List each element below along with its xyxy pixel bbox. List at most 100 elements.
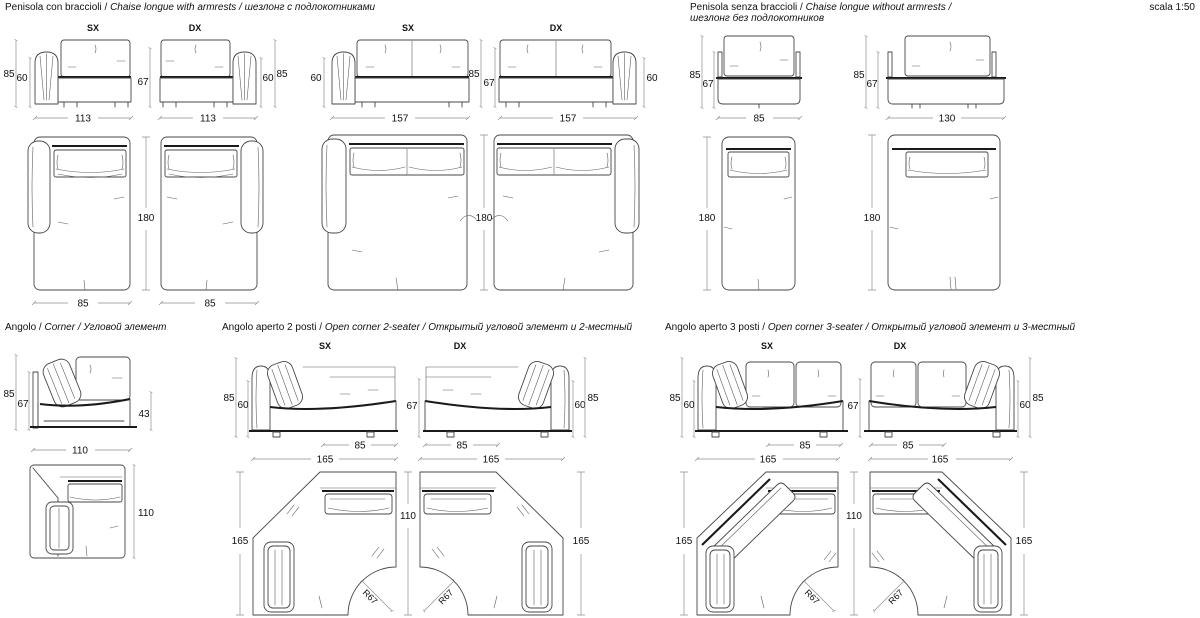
- dim-height-60: 60: [310, 73, 322, 84]
- dim-radius-r67: R67: [803, 588, 822, 607]
- dim-height-67: 67: [702, 79, 714, 90]
- plan-armless-85: [721, 136, 796, 291]
- dim-width-85: 85: [77, 299, 89, 310]
- dim-height-85: 85: [3, 389, 15, 400]
- label-dx: DX: [454, 341, 467, 351]
- dim-width-85: 85: [753, 114, 765, 125]
- dim-width-165: 165: [760, 455, 777, 466]
- dim-width-165: 165: [317, 455, 334, 466]
- drawing-chaise-with-armrests: SX DX SX DX 85 60 67 60 85 113 113 60 85…: [3, 23, 658, 310]
- plan-corner: [29, 464, 126, 559]
- dim-width-85: 85: [902, 441, 914, 452]
- dim-width-157: 157: [392, 114, 409, 125]
- dim-height-60: 60: [16, 73, 28, 84]
- dim-side-165: 165: [573, 536, 590, 547]
- dim-middle-110: 110: [400, 511, 416, 522]
- dim-side-165: 165: [232, 536, 249, 547]
- drawing-chaise-without-armrests: 85 67 85 85 67 130 180: [689, 34, 1007, 291]
- dim-width-85: 85: [799, 441, 811, 452]
- plan-2seat-chaise-dx: [492, 133, 641, 292]
- dim-radius-r67: R67: [437, 588, 456, 607]
- dim-width-113: 113: [200, 114, 216, 125]
- label-sx: SX: [761, 341, 773, 351]
- title-italic: Chaise longue with armrests / шезлонг с …: [110, 2, 376, 13]
- dim-height-67: 67: [866, 79, 878, 90]
- dim-width-130: 130: [939, 114, 956, 125]
- title-roman: Angolo aperto 2 posti /: [222, 322, 325, 333]
- dim-height-67: 67: [406, 401, 418, 412]
- dim-width-85: 85: [456, 441, 468, 452]
- title-italic: Open corner 2-seater / Открытый угловой …: [324, 322, 633, 333]
- front-armless-85: [716, 35, 802, 109]
- dim-depth-180: 180: [138, 213, 155, 224]
- dim-height-85: 85: [276, 69, 288, 80]
- front-open-corner3-dx: [862, 357, 1019, 439]
- section-title-angolo: Angolo / Corner / Угловой элемент: [5, 322, 167, 333]
- front-armless-130: [886, 35, 1006, 109]
- dim-width-113: 113: [75, 114, 91, 125]
- dim-radius-r67: R67: [361, 588, 380, 607]
- dim-depth-110: 110: [138, 508, 154, 519]
- dim-width-165: 165: [932, 455, 949, 466]
- dim-width-110: 110: [72, 446, 88, 457]
- title-roman: Penisola senza braccioli /: [690, 2, 806, 13]
- dim-depth-180: 180: [476, 213, 493, 224]
- scale-note: scala 1:50: [1149, 2, 1195, 13]
- dim-height-85: 85: [669, 393, 681, 404]
- dim-width-85: 85: [354, 441, 366, 452]
- dim-height-67: 67: [137, 77, 149, 88]
- dim-width-85: 85: [204, 299, 216, 310]
- dim-height-60: 60: [237, 400, 249, 411]
- section-title-penisola-senza-braccioli: Penisola senza braccioli / Chaise longue…: [690, 2, 951, 24]
- dim-width-157: 157: [560, 114, 577, 125]
- front-chaise-sx: [33, 38, 133, 109]
- dim-height-85: 85: [587, 393, 599, 404]
- label-dx: DX: [189, 23, 202, 33]
- section-title-angolo-aperto-3: Angolo aperto 3 posti / Open corner 3-se…: [665, 322, 1075, 333]
- dim-height-60: 60: [574, 400, 586, 411]
- dim-height-85: 85: [468, 69, 480, 80]
- dim-depth-180: 180: [864, 213, 881, 224]
- dim-height-60: 60: [1019, 400, 1031, 411]
- front-chaise-dx: [158, 38, 258, 109]
- drawing-open-corner-2seater: SX DX 85 60 67 60 85 85 85 165 165 165 1…: [223, 341, 599, 617]
- label-dx: DX: [550, 23, 563, 33]
- drawing-corner: 85 67 43 110 110: [3, 353, 154, 560]
- front-2seat-chaise-dx: [497, 38, 638, 109]
- dim-height-60: 60: [262, 73, 274, 84]
- title-roman: Angolo /: [5, 322, 45, 333]
- label-sx: SX: [402, 23, 414, 33]
- front-open-corner2-dx: [421, 357, 574, 439]
- dim-height-67: 67: [847, 401, 859, 412]
- dim-side-165: 165: [676, 536, 693, 547]
- dim-height-67: 67: [17, 399, 29, 410]
- plan-2seat-chaise-sx: [320, 133, 469, 292]
- plan-chaise-dx: [159, 135, 265, 292]
- title-roman: Angolo aperto 3 posti /: [665, 322, 768, 333]
- dim-height-43: 43: [138, 409, 150, 420]
- front-open-corner2-sx: [247, 357, 400, 439]
- label-sx: SX: [319, 341, 331, 351]
- dim-middle-110: 110: [846, 511, 862, 522]
- label-sx: SX: [87, 23, 99, 33]
- dim-height-85: 85: [853, 70, 865, 81]
- plan-armless-130: [887, 134, 1001, 291]
- dim-depth-180: 180: [699, 213, 716, 224]
- label-dx: DX: [894, 341, 907, 351]
- dim-height-60: 60: [646, 73, 658, 84]
- dim-height-60: 60: [683, 400, 695, 411]
- dim-width-165: 165: [483, 455, 500, 466]
- title-italic: Corner / Угловой элемент: [44, 322, 167, 333]
- dim-side-165: 165: [1016, 536, 1033, 547]
- front-2seat-chaise-sx: [330, 38, 471, 109]
- front-corner: [30, 356, 137, 429]
- dim-height-85: 85: [689, 70, 701, 81]
- title-italic: Chaise longue without armrests /: [805, 2, 952, 13]
- dim-height-85: 85: [1032, 393, 1044, 404]
- dim-height-67: 67: [483, 78, 495, 89]
- section-title-penisola-con-braccioli: Penisola con braccioli / Chaise longue w…: [5, 2, 375, 13]
- title-italic: Open corner 3-seater / Открытый угловой …: [767, 322, 1076, 333]
- plan-chaise-sx: [26, 135, 132, 292]
- section-title-angolo-aperto-2: Angolo aperto 2 posti / Open corner 2-se…: [222, 322, 632, 333]
